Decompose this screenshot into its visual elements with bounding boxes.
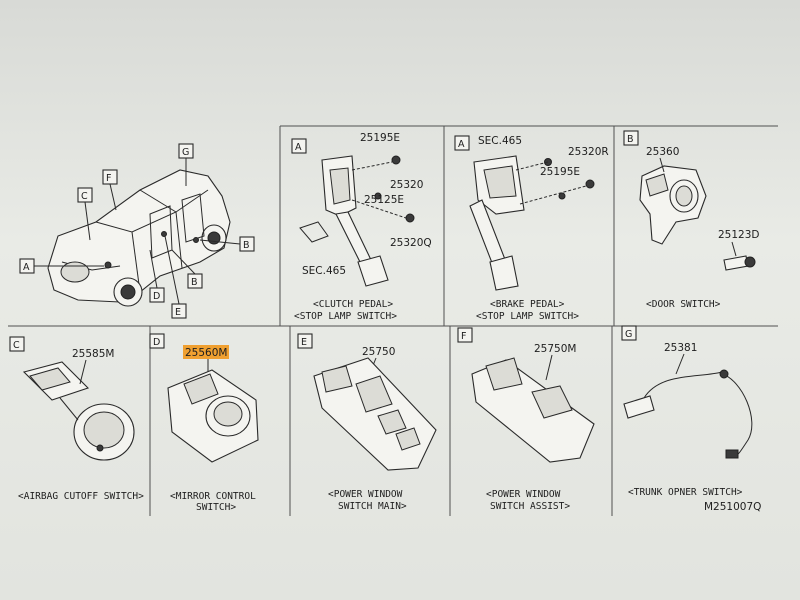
caption-line-1: <DOOR SWITCH> (646, 299, 721, 310)
panel-letter: F (461, 331, 466, 342)
panel-power-window-main: E 25750 <POWER WINDOW SWITCH MAIN> (297, 333, 437, 512)
callout-d: D (149, 249, 165, 303)
part-number-25320: 25320 (390, 179, 423, 191)
callout-e: E (164, 235, 187, 319)
diagram-code: M251007Q (704, 501, 761, 513)
callout-e-label: E (175, 307, 181, 318)
panel-clutch-pedal: A 25195E 25320 25125E 25320Q SEC.465 <CL… (291, 132, 432, 322)
highlight-marker (183, 345, 229, 359)
part-number-25125e: 25125E (364, 194, 404, 206)
callout-b-rear: B (199, 236, 255, 252)
callout-a: A (19, 258, 104, 274)
part-number-25585m: 25585M (72, 348, 114, 360)
part-number-25560m: 25560M (185, 347, 227, 359)
panel-letter: C (13, 340, 20, 351)
caption-line-2: <STOP LAMP SWITCH> (476, 311, 579, 322)
callout-g: G (178, 143, 194, 186)
caption-line-1: <MIRROR CONTROL (170, 491, 256, 502)
part-number-25750: 25750 (362, 346, 395, 358)
car-overview: G F C A B B D (19, 143, 255, 319)
caption-line-1: <TRUNK OPNER SWITCH> (628, 487, 743, 498)
caption-line-1: <POWER WINDOW (328, 489, 403, 500)
panel-letter: D (153, 337, 160, 348)
panel-door-switch: B 25360 25123D <DOOR SWITCH> (623, 130, 760, 310)
part-number-25320r: 25320R (568, 146, 609, 158)
panel-letter: E (301, 337, 307, 348)
panel-trunk-opener-switch: G 25381 <TRUNK OPNER SWITCH> M251007Q (621, 325, 761, 513)
callout-b-side-label: B (191, 277, 198, 288)
part-number-25195e: 25195E (360, 132, 400, 144)
callout-b-rear-label: B (243, 240, 250, 251)
part-number-25750m: 25750M (534, 343, 576, 355)
part-number-25320q: 25320Q (390, 237, 432, 249)
caption-line-2: <STOP LAMP SWITCH> (294, 311, 397, 322)
callout-c: C (77, 187, 93, 241)
caption-line-1: <AIRBAG CUTOFF SWITCH> (18, 491, 144, 502)
panel-brake-pedal: A SEC.465 25320R 25195E <BRAKE PEDAL> <S… (454, 135, 609, 322)
callout-b-side: B (171, 249, 203, 289)
caption-line-2: SWITCH ASSIST> (490, 501, 570, 512)
panel-letter: G (625, 329, 632, 340)
grid-lines (8, 125, 778, 516)
part-number-25381: 25381 (664, 342, 697, 354)
part-number-25360: 25360 (646, 146, 679, 158)
panel-mirror-control-switch: D 25560M <MIRROR CONTROL SWITCH> (149, 333, 259, 513)
callout-d-label: D (153, 291, 160, 302)
part-number-25123d: 25123D (718, 229, 760, 241)
panel-letter: A (458, 139, 465, 150)
panel-airbag-cutoff-switch: C 25585M <AIRBAG CUTOFF SWITCH> (9, 336, 144, 502)
caption-line-1: <BRAKE PEDAL> (490, 299, 565, 310)
panel-letter: A (295, 142, 302, 153)
callout-g-label: G (182, 147, 189, 158)
callout-f: F (102, 169, 118, 211)
section-ref-465: SEC.465 (478, 135, 522, 147)
panel-power-window-assist: F 25750M <POWER WINDOW SWITCH ASSIST> (457, 327, 595, 512)
part-number-25195e: 25195E (540, 166, 580, 178)
panel-letter: B (627, 134, 634, 145)
caption-line-1: <POWER WINDOW (486, 489, 561, 500)
callout-f-label: F (106, 173, 111, 184)
caption-line-2: SWITCH MAIN> (338, 501, 407, 512)
callout-c-label: C (81, 191, 88, 202)
caption-line-1: <CLUTCH PEDAL> (313, 299, 393, 310)
callout-a-label: A (23, 262, 30, 273)
section-ref-465: SEC.465 (302, 265, 346, 277)
caption-line-2: SWITCH> (196, 502, 236, 513)
